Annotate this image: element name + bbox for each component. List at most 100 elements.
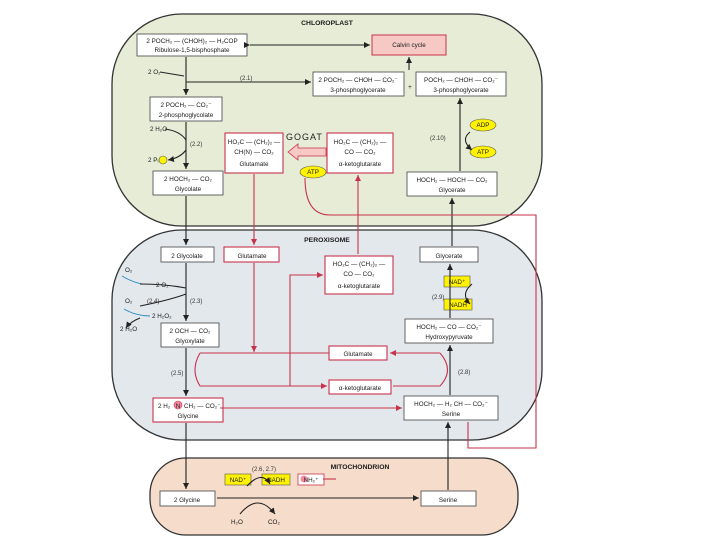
glutamate-2-label: Glutamate (343, 351, 373, 358)
adp-label: ADP (477, 122, 490, 129)
reaction-2-4: (2.4) (147, 299, 159, 305)
peroxisome-o2-c: O₂ (125, 298, 133, 305)
pga-a-name: 3-phosphoglycerate (330, 87, 386, 94)
nh-mito-label: NH₂⁺ (304, 477, 319, 484)
pga-b-box (415, 71, 507, 97)
adp-badge (469, 118, 497, 132)
pga-b-formula: POCH₂ — CHOH — CO₂⁻ (424, 77, 498, 84)
glutamate-formula-1: HO₂C — (CH₂)₂ — (228, 139, 281, 146)
reaction-2-6-2-7: (2.6, 2.7) (252, 467, 276, 473)
nadh-peroxisome-label: NADH (449, 302, 467, 309)
atp-chloroplast-badge (299, 165, 327, 179)
calvin-cycle-box (371, 34, 447, 56)
akg-chloroplast-name: α-ketoglutarate (339, 161, 382, 168)
mito-co2: CO₂ (268, 519, 280, 526)
glycolate-peroxisome-label: 2 Glycolate (171, 253, 203, 260)
gogat-label: GOGAT (286, 132, 323, 142)
glycolate-box (152, 170, 224, 196)
phosphoglycolate-box (149, 96, 223, 122)
glutamate-formula-2: CH(N) — CO₂ (234, 149, 274, 156)
akg-peroxisome-formula-1: HO₂C — (CH₂)₂ — (333, 261, 386, 268)
akg-2-box (328, 379, 392, 395)
plus-sign: + (408, 84, 412, 91)
glycerate-peroxisome-label: Glycerate (436, 253, 463, 260)
glycine-mito-label: 2 Glycine (174, 497, 201, 504)
nadh-mito-label: NADH (267, 477, 285, 484)
reaction-2-1: (2.1) (240, 76, 252, 82)
hydroxypyruvate-box (404, 318, 494, 344)
chloroplast-pi: 2 Pᵢ (148, 157, 158, 164)
serine-mito-box (420, 490, 477, 507)
pga-a-box (312, 71, 405, 97)
akg-peroxisome-box (324, 255, 394, 295)
peroxisome-h2o2: 2 H₂O₂ (152, 313, 172, 320)
pga-a-formula: 2 POCH₂ — CHOH — CO₂⁻ (318, 77, 397, 84)
peroxisome-title: PEROXISOME (304, 237, 350, 244)
glycerate-chloroplast-name: Glycerate (439, 187, 466, 194)
nad-mito-badge (224, 473, 252, 486)
chloroplast-title: CHLOROPLAST (301, 20, 354, 27)
mito-h2o: H₂O (231, 519, 243, 526)
akg-peroxisome-name: α-ketoglutarate (338, 283, 381, 290)
mitochondrion-title: MITOCHONDRION (331, 464, 390, 471)
glutamate-name: Glutamate (239, 161, 269, 168)
reaction-2-5: (2.5) (171, 371, 183, 377)
glyoxylate-name: Glyoxylate (175, 338, 205, 345)
atp-label: ATP (477, 149, 489, 156)
glutamate-peroxisome-label: Glutamate (237, 253, 267, 260)
glyoxylate-formula: 2 OCH — CO₂ (170, 328, 211, 335)
peroxisome-o2-a: O₂ (125, 267, 133, 274)
pi-highlight (158, 155, 168, 165)
nh-highlight (300, 475, 308, 483)
glycolate-formula: 2 HOCH₂ — CO₂ (164, 176, 212, 183)
black-arrows (125, 42, 473, 515)
red-arrows (194, 174, 537, 480)
glycine-peroxisome-box (152, 397, 224, 423)
serine-mito-label: Serine (439, 497, 458, 504)
glutamate-box (224, 132, 284, 174)
chloroplast-h2o: 2 H₂O (150, 126, 167, 133)
peroxisome-h2o: 2 H₂O (120, 326, 137, 333)
glycolate-peroxisome-box (160, 246, 215, 263)
serine-peroxisome-box (403, 395, 499, 421)
h2o2-branch (123, 308, 151, 317)
phosphoglycolate-formula: 2 POCH₂ — CO₂⁻ (161, 102, 212, 109)
gogat-arrow (287, 143, 327, 161)
akg-2-label: α-ketoglutarate (339, 385, 382, 392)
rubp-formula: 2 POCH₂ — (CHOH)₂ — H₂COP (146, 38, 237, 45)
akg-chloroplast-formula-2: CO — CO₂ (344, 149, 376, 156)
glyoxylate-box (160, 322, 220, 348)
calvin-cycle-label: Calvin cycle (392, 42, 426, 49)
chloroplast-o2: 2 O₂ (148, 69, 161, 76)
nadh-peroxisome-badge (443, 298, 473, 311)
serine-peroxisome-formula: HOCH₂ — H₂ CH — CO₂⁻ (414, 401, 488, 408)
phosphoglycolate-name: 2-phosphoglycolate (159, 112, 214, 119)
glycine-peroxisome-formula-pre: 2 H₂ (158, 403, 171, 410)
reaction-2-9: (2.9) (432, 295, 444, 301)
peroxisome-compartment (111, 229, 543, 441)
glycerate-chloroplast-formula: HOCH₂ — HOCH — CO₂ (416, 177, 488, 184)
reaction-2-10: (2.10) (430, 136, 446, 142)
nadh-mito-badge (261, 473, 291, 486)
rubp-name: Ribulose-1,5-bisphosphate (155, 47, 230, 54)
glycerate-chloroplast-box (406, 171, 498, 197)
akg-chloroplast-box (326, 132, 394, 174)
atp-badge (469, 145, 497, 159)
glycine-mito-box (159, 490, 216, 507)
nad-peroxisome-label: NAD⁺ (449, 279, 466, 286)
hydroxypyruvate-formula: HOCH₂ — CO — CO₂⁻ (416, 324, 481, 331)
glycolate-name: Glycolate (175, 186, 202, 193)
glycine-n: N (176, 403, 181, 410)
akg-chloroplast-formula-1: HO₂C — (CH₂)₂ — (334, 139, 387, 146)
glycine-peroxisome-formula-post: CH₂ — CO₂⁻ (184, 403, 221, 410)
reaction-2-3: (2.3) (190, 299, 202, 305)
glycerate-peroxisome-box (419, 246, 479, 263)
nad-mito-label: NAD⁺ (230, 477, 247, 484)
pga-b-name: 3-phosphoglycerate (433, 87, 489, 94)
glutamate-peroxisome-box (223, 246, 280, 263)
serine-peroxisome-name: Serine (442, 411, 461, 418)
reaction-2-2: (2.2) (190, 142, 202, 148)
atp-chloroplast-label: ATP (307, 169, 319, 176)
